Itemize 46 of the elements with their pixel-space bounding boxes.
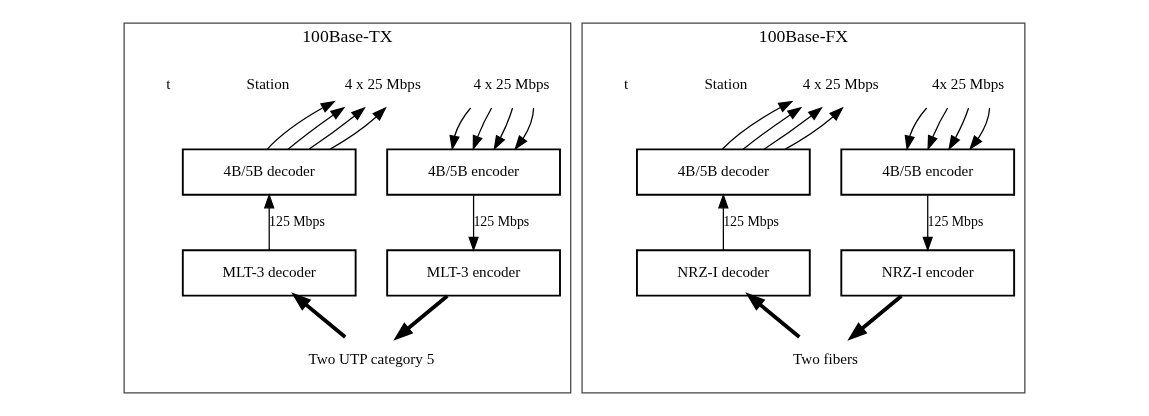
node-box: MLT-3 decoder — [181, 249, 357, 297]
arrow — [847, 294, 903, 341]
node-text: 4 x 25 Mbps — [802, 75, 879, 92]
arrow — [721, 100, 794, 150]
node-box: 4B/5B encoder — [840, 148, 1016, 196]
node-text: 4 x 25 Mbps — [473, 75, 550, 92]
edge-label: 125 Mbps — [723, 214, 780, 230]
arrow — [329, 106, 387, 150]
arrow — [287, 106, 346, 150]
arrow — [927, 107, 949, 151]
arrow — [514, 107, 535, 151]
arrow — [763, 106, 823, 150]
arrow — [263, 193, 275, 251]
arrow — [308, 106, 366, 150]
arrow — [969, 107, 991, 151]
node-box: 4B/5B encoder — [386, 148, 561, 196]
edge-label: 125 Mbps — [269, 214, 325, 230]
node-box: NRZ-I decoder — [636, 249, 811, 297]
arrow — [291, 292, 347, 339]
arrow — [742, 106, 803, 150]
edge-label: 125 Mbps — [473, 214, 530, 230]
arrow — [948, 107, 970, 151]
arrow — [718, 193, 729, 251]
arrow — [449, 107, 472, 151]
node-box: 4B/5B decoder — [181, 148, 357, 196]
node-box: NRZ-I encoder — [840, 249, 1016, 297]
arrow — [468, 194, 479, 252]
arrow — [745, 292, 801, 339]
node-box: MLT-3 encoder — [386, 249, 561, 297]
arrow — [393, 294, 449, 341]
arrow — [266, 100, 336, 150]
label: t — [166, 75, 171, 92]
arrow — [904, 107, 928, 151]
label: Station — [246, 75, 290, 92]
label: t — [624, 75, 629, 92]
node-text: Two fibers — [793, 350, 858, 367]
edge-label: 125 Mbps — [927, 214, 984, 230]
arrow — [922, 194, 934, 252]
node-text: 4 x 25 Mbps — [344, 75, 421, 92]
arrow — [784, 106, 844, 150]
arrow — [472, 107, 493, 151]
arrow — [493, 107, 514, 151]
node-text: 4x 25 Mbps — [931, 75, 1005, 92]
label: Station — [704, 75, 748, 92]
node-box: 4B/5B decoder — [636, 148, 811, 196]
node-text: Two UTP category 5 — [308, 350, 435, 367]
